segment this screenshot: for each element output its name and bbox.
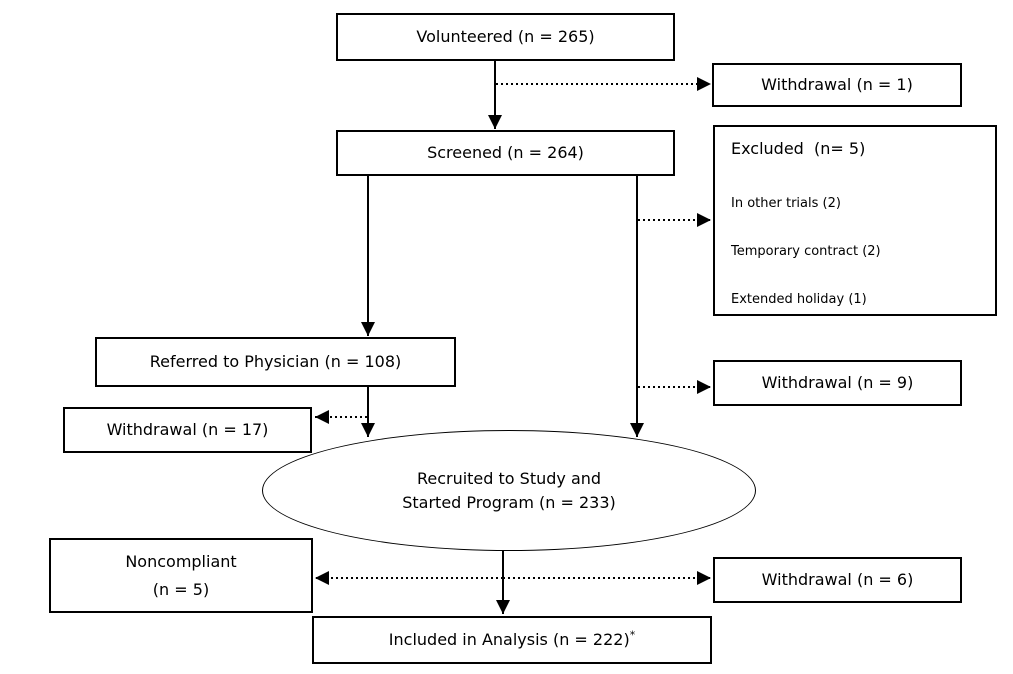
excluded-item: Extended holiday (1) [731,292,867,307]
node-withdrawal-17-label: Withdrawal (n = 17) [106,420,269,439]
excluded-item: Temporary contract (2) [731,244,881,259]
node-volunteered-label: Volunteered (n = 265) [416,27,595,46]
node-included-in-analysis: Included in Analysis (n = 222)* [312,616,712,664]
node-noncompliant-line2: (n = 5) [152,579,210,599]
footnote-asterisk: * [629,628,636,642]
node-withdrawal-17: Withdrawal (n = 17) [63,407,312,453]
node-withdrawal-1-label: Withdrawal (n = 1) [761,75,913,94]
excluded-item: In other trials (2) [731,196,841,211]
node-screened-label: Screened (n = 264) [427,143,584,162]
node-referred-label: Referred to Physician (n = 108) [149,352,402,371]
node-withdrawal-9: Withdrawal (n = 9) [713,360,962,406]
node-recruited: Recruited to Study and Started Program (… [262,430,756,551]
node-withdrawal-1: Withdrawal (n = 1) [712,63,962,107]
node-excluded: Excluded (n= 5) In other trials (2) Temp… [713,125,997,316]
node-screened: Screened (n = 264) [336,130,675,176]
node-recruited-line1: Recruited to Study and [416,468,602,488]
node-noncompliant-line1: Noncompliant [125,551,237,571]
node-recruited-line2: Started Program (n = 233) [402,492,616,512]
node-withdrawal-9-label: Withdrawal (n = 9) [761,373,914,392]
node-referred-to-physician: Referred to Physician (n = 108) [95,337,456,387]
excluded-title: Excluded (n= 5) [731,139,866,158]
node-withdrawal-6: Withdrawal (n = 6) [713,557,962,603]
node-withdrawal-6-label: Withdrawal (n = 6) [761,570,914,589]
node-noncompliant: Noncompliant (n = 5) [49,538,313,613]
node-volunteered: Volunteered (n = 265) [336,13,675,61]
node-included-label: Included in Analysis (n = 222) [388,630,630,649]
